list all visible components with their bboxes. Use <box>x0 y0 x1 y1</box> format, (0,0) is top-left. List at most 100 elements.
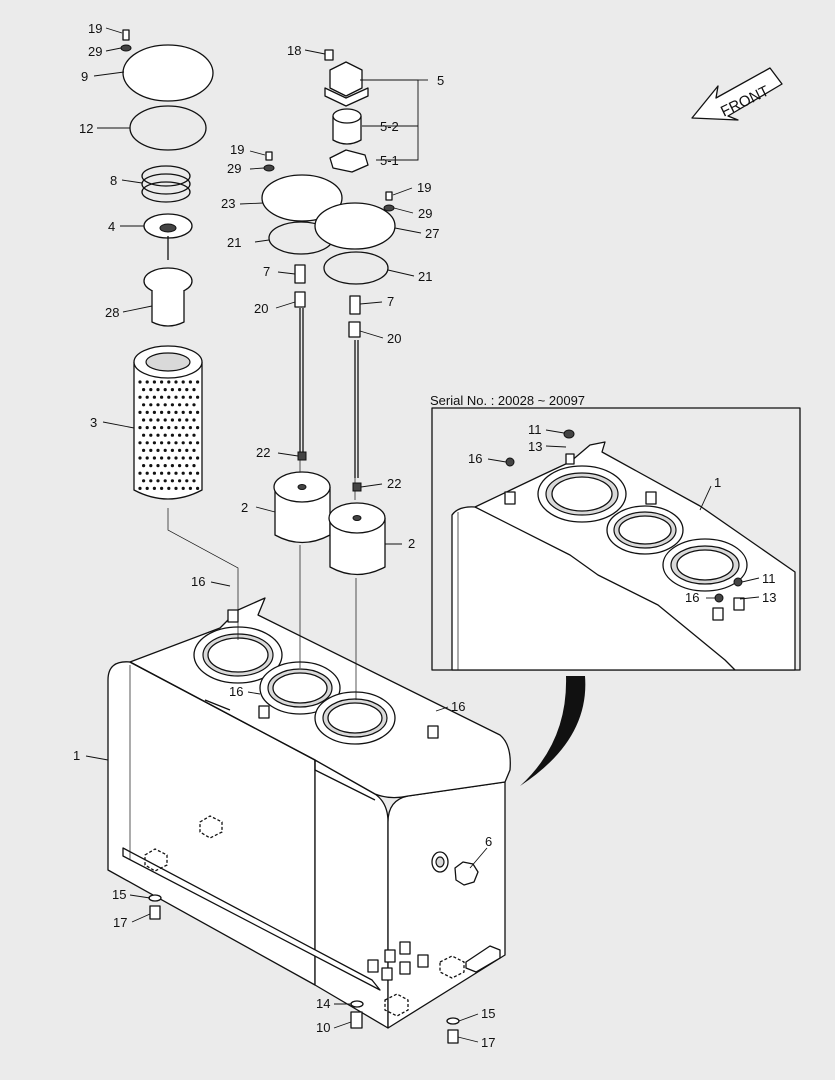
callout-16: 16 <box>191 574 205 589</box>
perforation-hole <box>156 464 160 468</box>
callout-7: 7 <box>263 264 270 279</box>
inset-pointer-arrow <box>520 676 586 786</box>
perforation-hole <box>149 388 153 392</box>
perforation-hole <box>174 395 178 399</box>
perforation-hole <box>138 486 142 490</box>
callout-21: 21 <box>418 269 432 284</box>
callout-8: 8 <box>110 173 117 188</box>
perforation-hole <box>170 479 174 483</box>
callout-27: 27 <box>425 226 439 241</box>
callout-14: 14 <box>316 996 330 1011</box>
suction-strainers <box>273 471 386 576</box>
perforation-hole <box>152 456 156 460</box>
perforation-hole <box>152 486 156 490</box>
perforation-hole <box>142 464 146 468</box>
perforation-hole <box>192 448 196 452</box>
perforation-hole <box>192 418 196 422</box>
callout-12: 12 <box>79 121 93 136</box>
perforation-hole <box>149 433 153 437</box>
perforation-hole <box>188 380 192 384</box>
leader-lines <box>85 27 760 1043</box>
perforation-hole <box>149 403 153 407</box>
callout-29: 29 <box>418 206 432 221</box>
perforation-hole <box>138 426 142 430</box>
tank-port-rings <box>193 626 396 745</box>
breather-assembly <box>324 49 369 173</box>
perforation-hole <box>145 441 149 445</box>
callout-15: 15 <box>481 1006 495 1021</box>
perforation-hole <box>145 410 149 414</box>
callout-5: 5 <box>437 73 444 88</box>
perforation-hole <box>192 403 196 407</box>
perforation-hole <box>163 403 167 407</box>
perforation-hole <box>181 471 185 475</box>
perforation-hole <box>181 456 185 460</box>
side-bracket <box>465 945 501 973</box>
tank-top-nuts <box>227 609 439 739</box>
callout-2: 2 <box>241 500 248 515</box>
perforation-hole <box>174 456 178 460</box>
perforation-hole <box>160 456 164 460</box>
front-arrow: FRONT <box>691 67 783 121</box>
filter-perforation <box>138 380 200 490</box>
inset-callout-13: 13 <box>762 590 776 605</box>
callout-5-1: 5-1 <box>380 153 399 168</box>
perforation-hole <box>178 418 182 422</box>
perforation-hole <box>160 471 164 475</box>
perforation-hole <box>152 380 156 384</box>
inset-caption: Serial No. : 20028 ~ 20097 <box>430 393 585 408</box>
perforation-hole <box>174 426 178 430</box>
drain-plug <box>431 851 479 886</box>
perforation-hole <box>185 433 189 437</box>
perforation-hole <box>142 448 146 452</box>
callout-22: 22 <box>256 445 270 460</box>
perforation-hole <box>152 395 156 399</box>
perforation-hole <box>188 395 192 399</box>
perforation-hole <box>163 433 167 437</box>
perforation-hole <box>156 448 160 452</box>
perforation-hole <box>160 426 164 430</box>
perforation-hole <box>167 426 171 430</box>
perforation-hole <box>142 433 146 437</box>
perforation-hole <box>145 426 149 430</box>
perforation-hole <box>188 471 192 475</box>
perforation-hole <box>170 464 174 468</box>
perforation-hole <box>167 456 171 460</box>
inset-callout-16: 16 <box>468 451 482 466</box>
perforation-hole <box>138 441 142 445</box>
perforation-hole <box>192 479 196 483</box>
callout-3: 3 <box>90 415 97 430</box>
perforation-hole <box>160 486 164 490</box>
perforation-hole <box>163 388 167 392</box>
perforation-hole <box>196 426 200 430</box>
callout-28: 28 <box>105 305 119 320</box>
callout-29: 29 <box>88 44 102 59</box>
perforation-hole <box>196 471 200 475</box>
perforation-hole <box>185 479 189 483</box>
perforation-hole <box>163 479 167 483</box>
perforation-hole <box>170 403 174 407</box>
perforation-hole <box>142 479 146 483</box>
inset-callout-1: 1 <box>714 475 721 490</box>
perforation-hole <box>167 395 171 399</box>
perforation-hole <box>181 380 185 384</box>
callout-17: 17 <box>481 1035 495 1050</box>
perforation-hole <box>174 441 178 445</box>
perforation-hole <box>174 410 178 414</box>
perforation-hole <box>178 388 182 392</box>
perforation-hole <box>185 448 189 452</box>
perforation-hole <box>138 410 142 414</box>
perforation-hole <box>167 471 171 475</box>
perforation-hole <box>167 410 171 414</box>
perforation-hole <box>188 426 192 430</box>
bottom-fittings <box>367 941 429 981</box>
perforation-hole <box>192 388 196 392</box>
perforation-hole <box>188 456 192 460</box>
callout-7: 7 <box>387 294 394 309</box>
perforation-hole <box>178 464 182 468</box>
perforation-hole <box>160 395 164 399</box>
callout-10: 10 <box>316 1020 330 1035</box>
perforation-hole <box>181 441 185 445</box>
perforation-hole <box>152 441 156 445</box>
perforation-hole <box>185 464 189 468</box>
